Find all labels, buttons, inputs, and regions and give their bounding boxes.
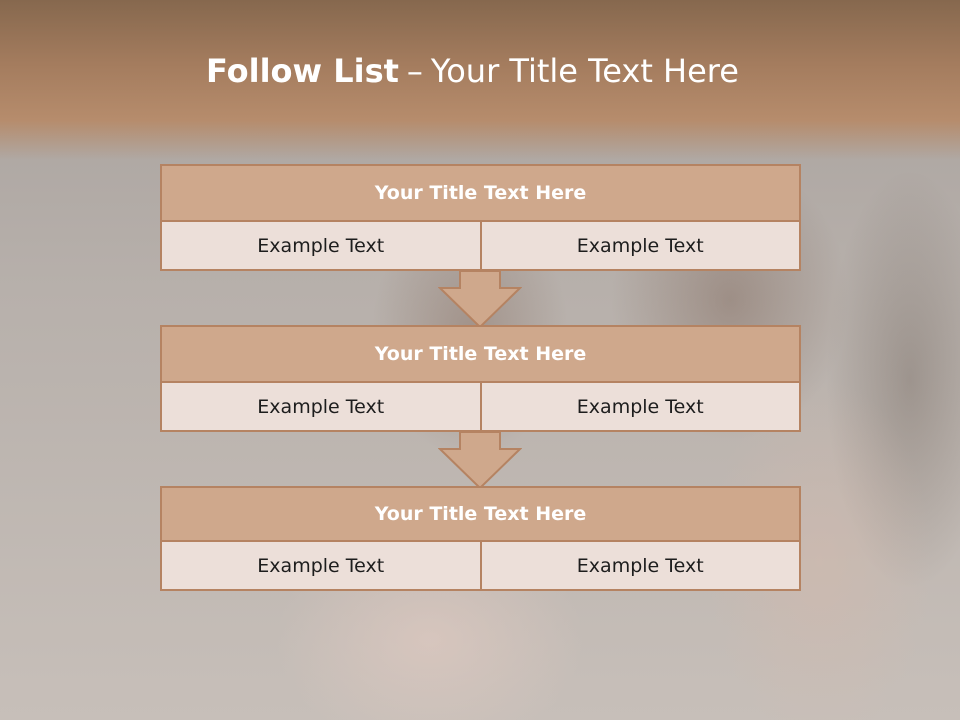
- step-row: Example Text Example Text: [160, 383, 801, 432]
- step-cell-left: Example Text: [257, 234, 385, 257]
- step-block-1: Your Title Text Here Example Text Exampl…: [160, 164, 801, 271]
- step-row: Example Text Example Text: [160, 542, 801, 591]
- slide-title-bold: Follow List: [206, 52, 399, 90]
- slide-title-dash: –: [406, 52, 423, 90]
- step-row: Example Text Example Text: [160, 222, 801, 271]
- step-cell-right: Example Text: [479, 222, 800, 269]
- slide-title: Follow List–Your Title Text Here: [0, 52, 945, 90]
- step-block-2: Your Title Text Here Example Text Exampl…: [160, 325, 801, 432]
- step-cell-right: Example Text: [479, 383, 800, 430]
- step-title: Your Title Text Here: [160, 164, 801, 222]
- title-band: [0, 0, 960, 160]
- step-cell-left: Example Text: [257, 395, 385, 418]
- slide-title-rest: Your Title Text Here: [430, 52, 739, 90]
- step-cell-right: Example Text: [479, 542, 800, 589]
- step-title: Your Title Text Here: [160, 325, 801, 383]
- down-arrow-icon: [438, 431, 522, 489]
- step-cell-left: Example Text: [257, 554, 385, 577]
- step-block-3: Your Title Text Here Example Text Exampl…: [160, 486, 801, 591]
- down-arrow-icon: [438, 270, 522, 328]
- step-title: Your Title Text Here: [160, 486, 801, 542]
